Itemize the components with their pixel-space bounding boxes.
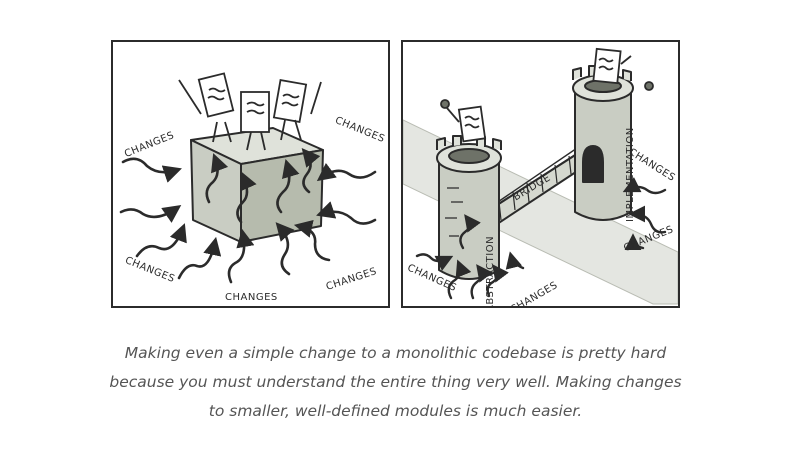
changes-label-top-right: CHANGES: [333, 115, 386, 145]
implementation-tower-label: IMPLEMENTATION: [625, 127, 636, 222]
caption-line-2: because you must understand the entire t…: [60, 368, 731, 397]
implementation-tower: [573, 66, 633, 220]
figure-caption: Making even a simple change to a monolit…: [60, 339, 731, 426]
bridge-illustration: BRIDGE IMP: [401, 40, 680, 308]
changes-label-bottom: CHANGES: [225, 292, 278, 303]
caption-line-1: Making even a simple change to a monolit…: [60, 339, 731, 368]
document-character-left: [441, 100, 485, 141]
abstraction-tower-label: ABSTRACTION: [485, 236, 496, 306]
monolith-illustration: CHANGES CHANGES CHANGES CHANGES CHANGES: [111, 40, 390, 308]
changes-label-bottom-right: CHANGES: [325, 266, 379, 293]
monolith-drawing: CHANGES CHANGES CHANGES CHANGES CHANGES: [113, 42, 388, 306]
changes-label-bottom-left: CHANGES: [123, 255, 176, 285]
changes-label-bottom-mid: CHANGES: [509, 280, 560, 306]
bridge-drawing: BRIDGE IMP: [403, 42, 678, 306]
changes-label-top-left: CHANGES: [123, 130, 176, 160]
caption-line-3: to smaller, well-defined modules is much…: [60, 397, 731, 426]
